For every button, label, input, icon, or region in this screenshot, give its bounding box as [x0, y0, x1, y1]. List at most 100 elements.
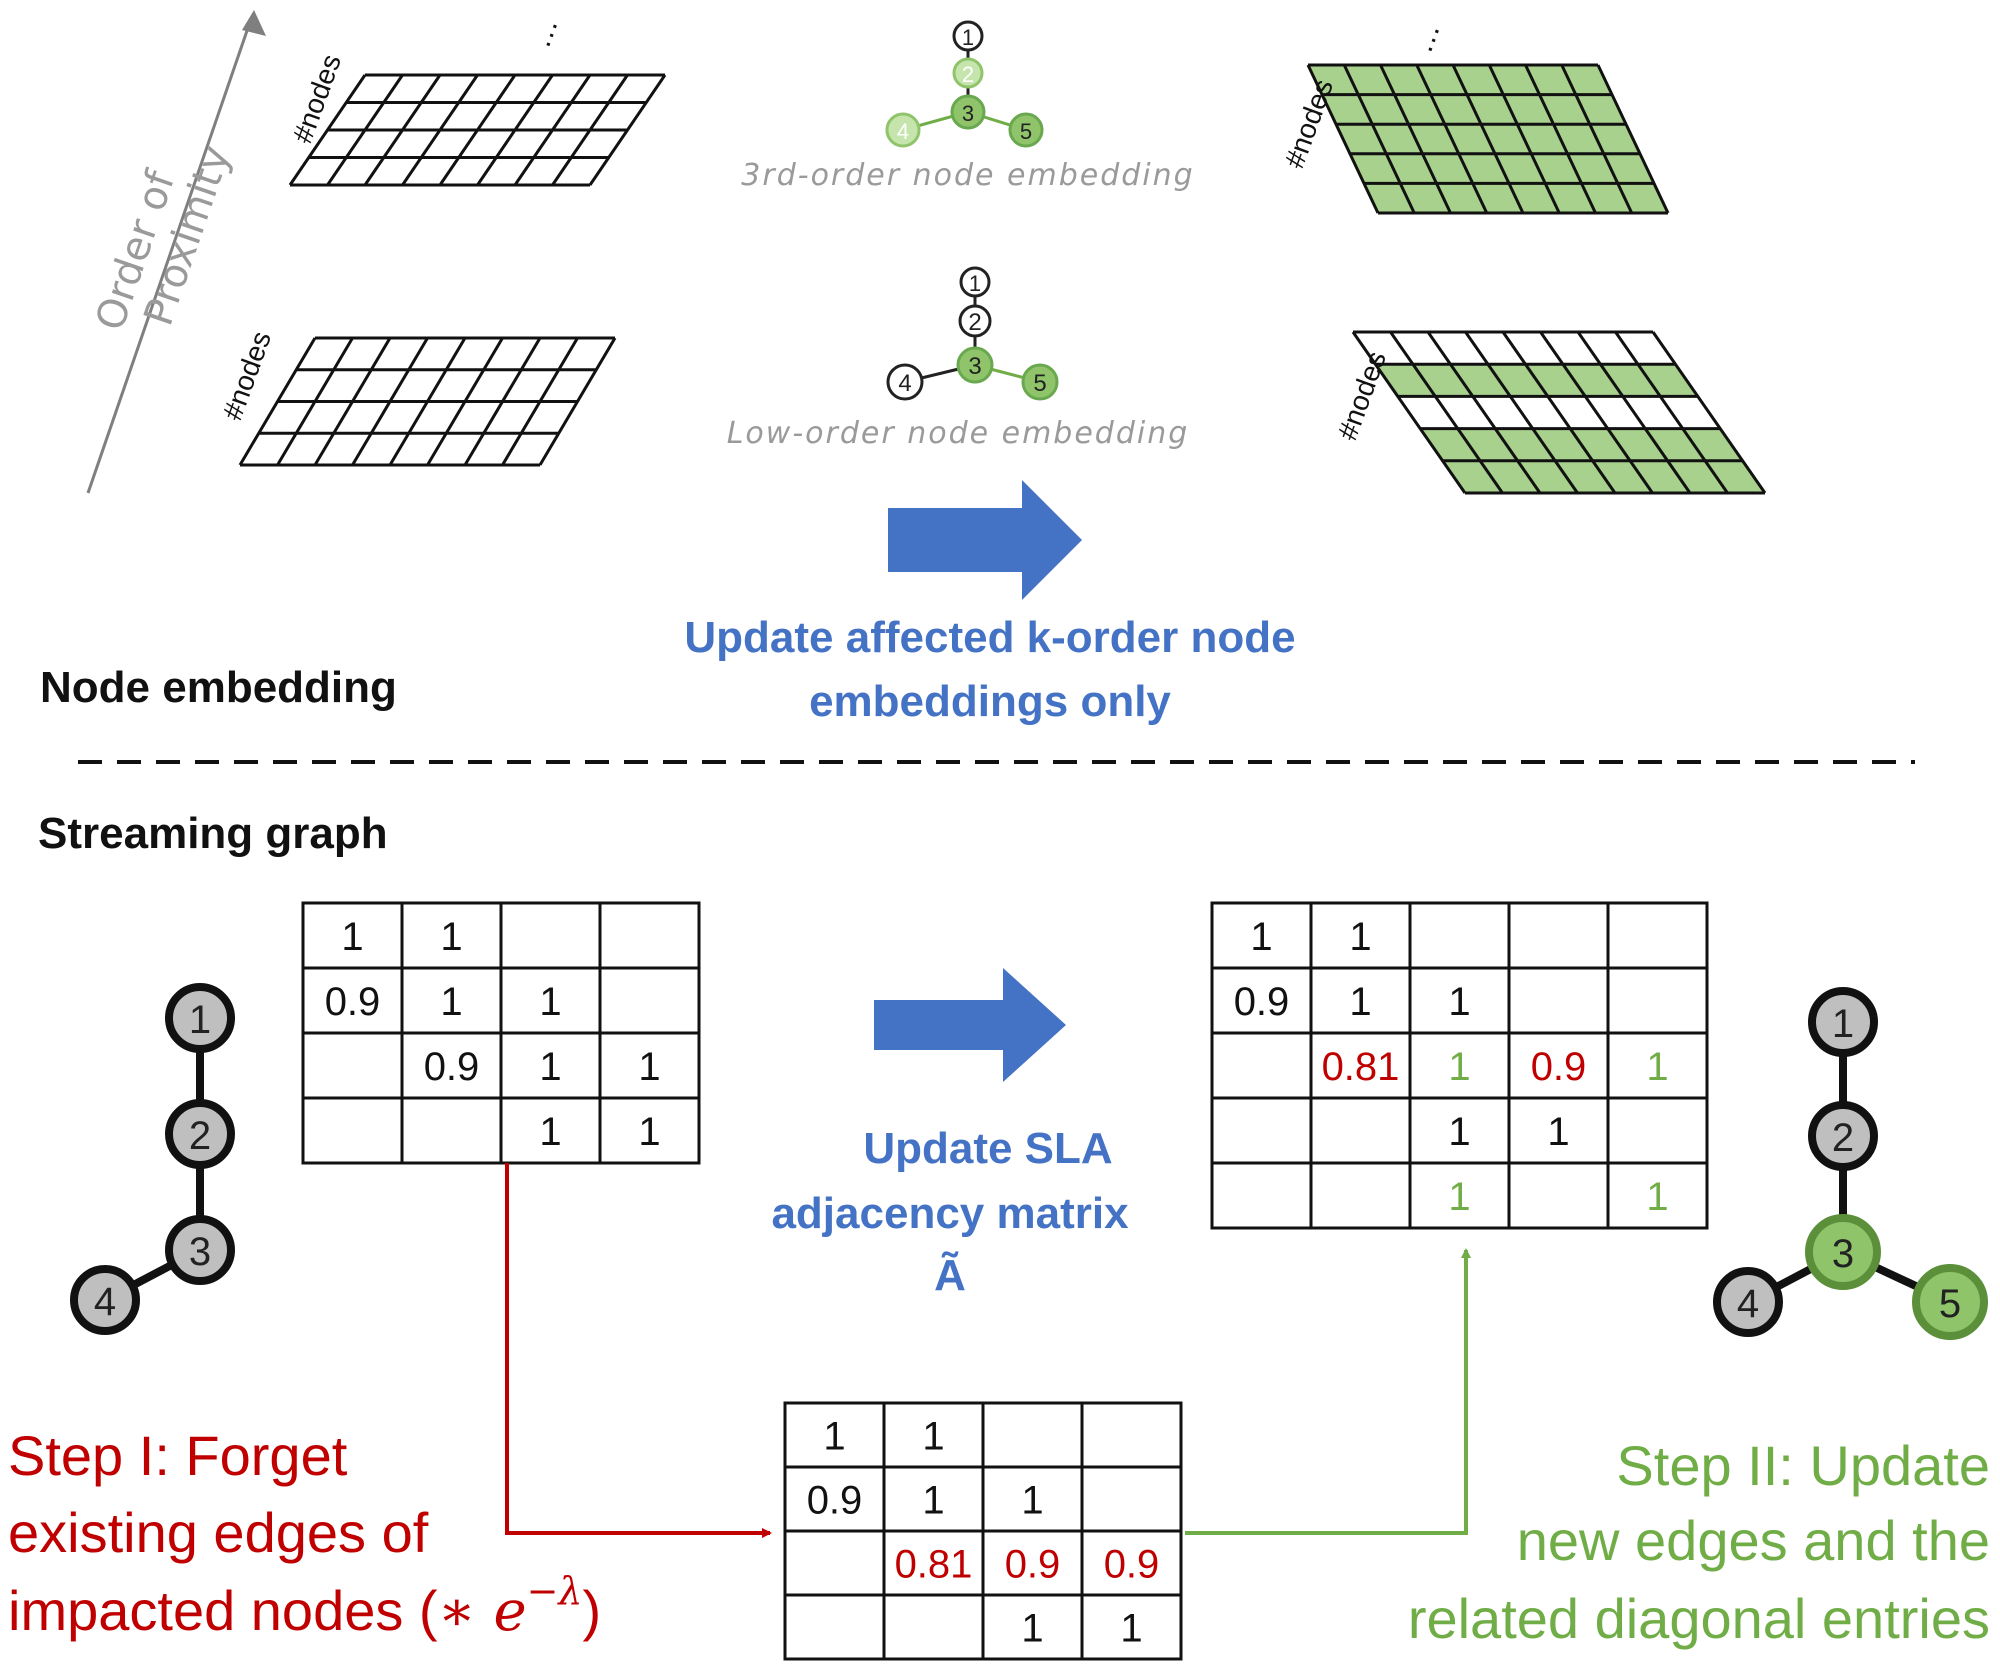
grid-line: [1389, 331, 1504, 494]
streaming-graph-title: Streaming graph: [38, 809, 388, 858]
matrix-cell: [301, 1096, 404, 1165]
node-3: 3: [950, 94, 986, 130]
matrix-cell-value: 0.9: [807, 1478, 863, 1522]
matrix-cell: [1507, 966, 1610, 1035]
node-1: 1: [165, 983, 235, 1053]
grid-line: [1576, 331, 1692, 494]
low-order-label: Low-order node embedding: [727, 416, 1190, 451]
empty-embedding-grid-low-order: [238, 336, 617, 467]
matrix-cell: [783, 1529, 886, 1597]
matrix-cell: [1309, 1096, 1412, 1165]
node-3: 3: [1805, 1214, 1881, 1290]
matrix-cell-value: 0.9: [1104, 1542, 1160, 1586]
svg-text:3: 3: [962, 101, 974, 126]
matrix-cell: [882, 1593, 985, 1661]
matrix-cell-value: 1: [922, 1478, 944, 1522]
matrix-cell-value: 1: [440, 980, 462, 1024]
matrix-cell: [783, 1593, 886, 1661]
grid-line: [326, 74, 404, 186]
svg-text:1: 1: [189, 998, 211, 1042]
grid-line: [1379, 64, 1452, 214]
step2-line2: new edges and the: [1517, 1509, 1990, 1572]
svg-text:3: 3: [189, 1230, 211, 1274]
matrix-cell: [1210, 1096, 1313, 1165]
grid-line: [388, 337, 467, 466]
matrix-cell-value: 1: [1448, 1045, 1470, 1089]
matrix-cell-value: 1: [1448, 1110, 1470, 1154]
matrix-cell: [882, 1465, 985, 1533]
matrix-cell: [1606, 966, 1709, 1035]
adjacency-matrix-symbol: Ã: [934, 1250, 966, 1300]
matrix-cell-value: 1: [1349, 915, 1371, 959]
matrix-cell: [400, 966, 503, 1035]
grid-line: [1464, 331, 1579, 494]
matrix-cell: [981, 1465, 1084, 1533]
matrix-cell-value: 1: [1250, 915, 1272, 959]
matrix-cell-value: 0.9: [424, 1045, 480, 1089]
graph-after: 1 2 3 4 5: [1713, 987, 1988, 1340]
node-1: 1: [1808, 987, 1878, 1057]
step2-line1: Step II: Update: [1616, 1434, 1990, 1497]
matrix-cell-value: 0.9: [1531, 1045, 1587, 1089]
svg-text:5: 5: [1020, 119, 1032, 144]
grid-line: [313, 337, 392, 466]
grid-line: [1342, 64, 1416, 214]
grid-line: [551, 74, 629, 186]
grid-line: [288, 74, 367, 186]
node-4: 4: [886, 363, 924, 401]
node-3: 3: [956, 346, 994, 384]
matrix-cell: [1606, 1096, 1709, 1165]
matrix-cell-value: 1: [1448, 980, 1470, 1024]
matrix-cell-value: 1: [539, 1110, 561, 1154]
grid-line: [1487, 64, 1561, 214]
grid-line: [588, 74, 667, 186]
grid-line: [476, 74, 554, 186]
matrix-cell: [1080, 1401, 1183, 1469]
matrix-cell: [1080, 1465, 1183, 1533]
matrix-cell-value: 1: [1646, 1045, 1668, 1089]
grid-line: [1614, 331, 1729, 494]
node-3: 3: [165, 1215, 235, 1285]
grid-line: [363, 74, 442, 186]
svg-text:4: 4: [94, 1280, 116, 1324]
svg-text:2: 2: [962, 62, 974, 87]
update-sla-label-line1: Update SLA: [863, 1124, 1112, 1173]
node-4: 4: [70, 1265, 140, 1335]
svg-text:2: 2: [189, 1114, 211, 1158]
matrix-cell-value: 1: [1448, 1175, 1470, 1219]
node-2: 2: [1808, 1101, 1878, 1171]
grid-line: [513, 74, 592, 186]
node-5: 5: [1912, 1264, 1988, 1340]
ellipsis-right: …: [1406, 18, 1447, 57]
matrix-cell-value: 1: [1349, 980, 1371, 1024]
nodes-label-right-top: #nodes: [1279, 75, 1340, 172]
update-embeddings-label-line2: embeddings only: [809, 677, 1171, 726]
grid-line: [1451, 64, 1525, 214]
svg-text:4: 4: [1737, 1282, 1759, 1326]
node-2: 2: [952, 57, 984, 89]
nodes-label-right-low: #nodes: [1332, 347, 1393, 444]
updated-embedding-grid-low-order: [1351, 330, 1767, 495]
svg-text:1: 1: [1832, 1002, 1854, 1046]
grid-line: [1426, 331, 1542, 494]
matrix-cell: [1080, 1593, 1183, 1661]
node-2: 2: [165, 1099, 235, 1169]
nodes-label-left-low: #nodes: [217, 327, 278, 424]
ellipsis-left: …: [524, 13, 565, 52]
nodes-label-left-top: #nodes: [287, 50, 348, 147]
empty-embedding-grid-3rd-order: [288, 73, 667, 187]
grid-line: [1351, 331, 1467, 494]
matrix-cell: [1309, 966, 1412, 1035]
node-embedding-title: Node embedding: [40, 663, 397, 712]
grid-line: [351, 337, 429, 466]
matrix-cell: [1408, 1161, 1511, 1230]
node-1: 1: [959, 266, 991, 298]
matrix-cell-value: 1: [823, 1414, 845, 1458]
step2-line3: related diagonal entries: [1408, 1587, 1990, 1650]
matrix-cell: [1507, 901, 1610, 970]
grid-line: [501, 337, 579, 466]
update-sla-arrow: [874, 968, 1066, 1082]
